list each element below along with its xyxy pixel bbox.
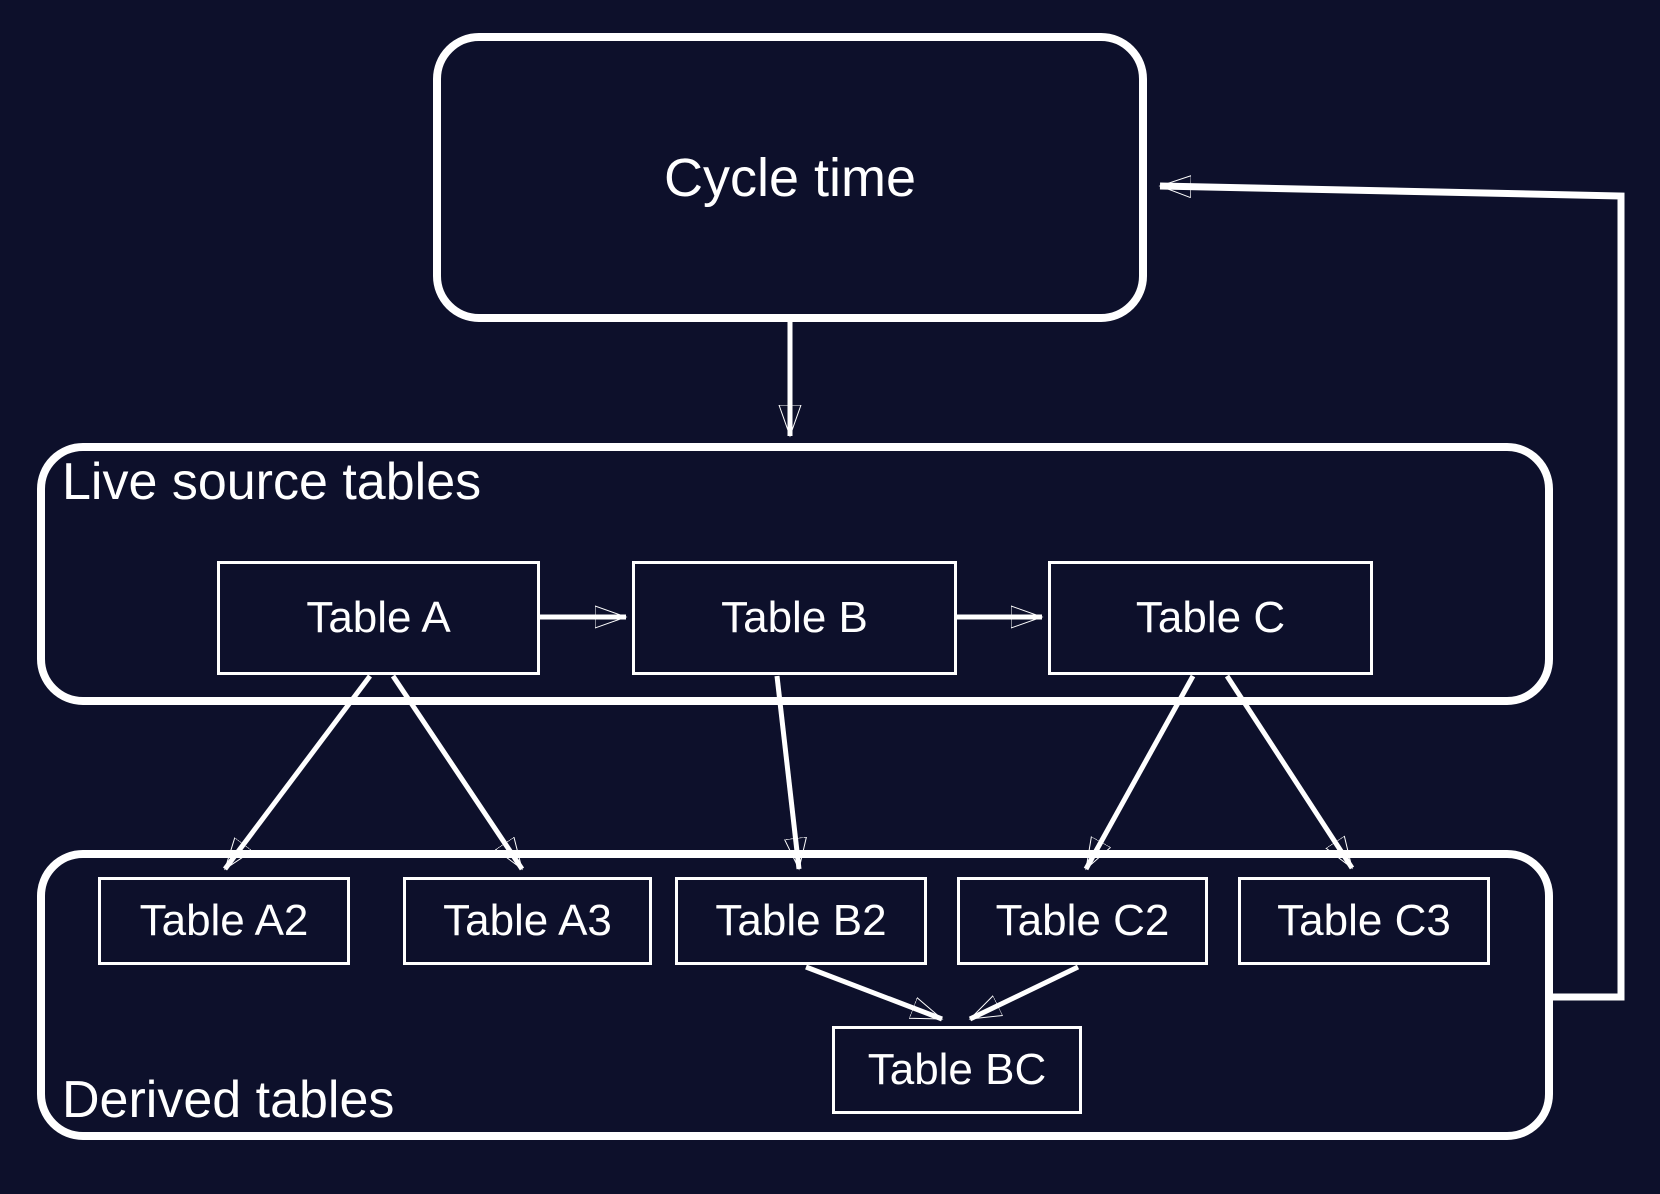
node-table-a2-label: Table A2 [139,896,309,945]
node-table-a3-label: Table A3 [443,896,612,945]
node-table-a-label: Table A [306,593,451,642]
node-table-c-label: Table C [1135,593,1286,642]
node-table-b-label: Table B [721,593,868,642]
cycle-time-label: Cycle time [663,147,917,208]
node-table-c2: Table C2 [957,877,1208,965]
node-table-b: Table B [632,561,957,675]
node-table-b2: Table B2 [675,877,927,965]
node-table-c3: Table C3 [1238,877,1490,965]
derived-tables-group-label: Derived tables [62,1071,395,1129]
node-table-c2-label: Table C2 [995,896,1170,945]
cycle-time-node: Cycle time [433,33,1147,322]
node-table-b2-label: Table B2 [715,896,887,945]
live-source-tables-group-label: Live source tables [62,453,482,511]
node-table-bc-label: Table BC [867,1045,1047,1094]
node-table-c: Table C [1048,561,1373,675]
node-table-a: Table A [217,561,540,675]
node-table-bc: Table BC [832,1026,1082,1114]
node-table-c3-label: Table C3 [1277,896,1451,945]
node-table-a3: Table A3 [403,877,652,965]
node-table-a2: Table A2 [98,877,350,965]
